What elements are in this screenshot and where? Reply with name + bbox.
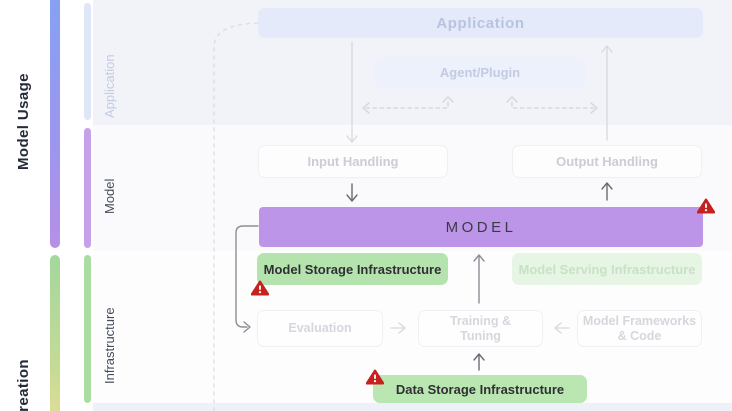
model-serving-infrastructure-box[interactable]: Model Serving Infrastructure	[512, 253, 702, 285]
frameworks-line1: Model Frameworks	[582, 313, 697, 328]
training-tuning-box[interactable]: Training & Tuning	[418, 310, 543, 347]
model-rail-bar	[84, 128, 91, 248]
training-tuning-line1: Training &	[449, 313, 512, 328]
agent-plugin-box[interactable]: Agent/Plugin	[375, 57, 585, 88]
infrastructure-rail-label: Infrastructure	[102, 307, 117, 384]
model-storage-infrastructure-box[interactable]: Model Storage Infrastructure	[257, 253, 448, 285]
model-box[interactable]: MODEL	[259, 207, 703, 247]
model-creation-rail-bar	[50, 255, 60, 411]
frameworks-line2: & Code	[617, 328, 662, 343]
application-rail-bar	[84, 3, 91, 120]
application-box[interactable]: Application	[258, 8, 703, 38]
input-handling-box[interactable]: Input Handling	[258, 145, 448, 178]
model-usage-rail-bar	[50, 0, 60, 248]
model-rail-label: Model	[102, 178, 117, 214]
next-section-band	[93, 403, 732, 411]
model-usage-label: Model Usage	[15, 73, 32, 170]
model-frameworks-code-box[interactable]: Model Frameworks & Code	[577, 310, 702, 347]
infrastructure-rail-bar	[84, 255, 91, 403]
data-storage-infrastructure-box[interactable]: Data Storage Infrastructure	[373, 375, 587, 403]
output-handling-box[interactable]: Output Handling	[512, 145, 702, 178]
warning-icon[interactable]	[366, 369, 384, 385]
warning-icon[interactable]	[697, 198, 715, 214]
warning-icon[interactable]	[251, 280, 269, 296]
evaluation-box[interactable]: Evaluation	[257, 310, 383, 347]
model-creation-label: Model Creation	[14, 359, 36, 411]
training-tuning-line2: Tuning	[460, 328, 501, 343]
application-rail-label: Application	[102, 54, 117, 118]
